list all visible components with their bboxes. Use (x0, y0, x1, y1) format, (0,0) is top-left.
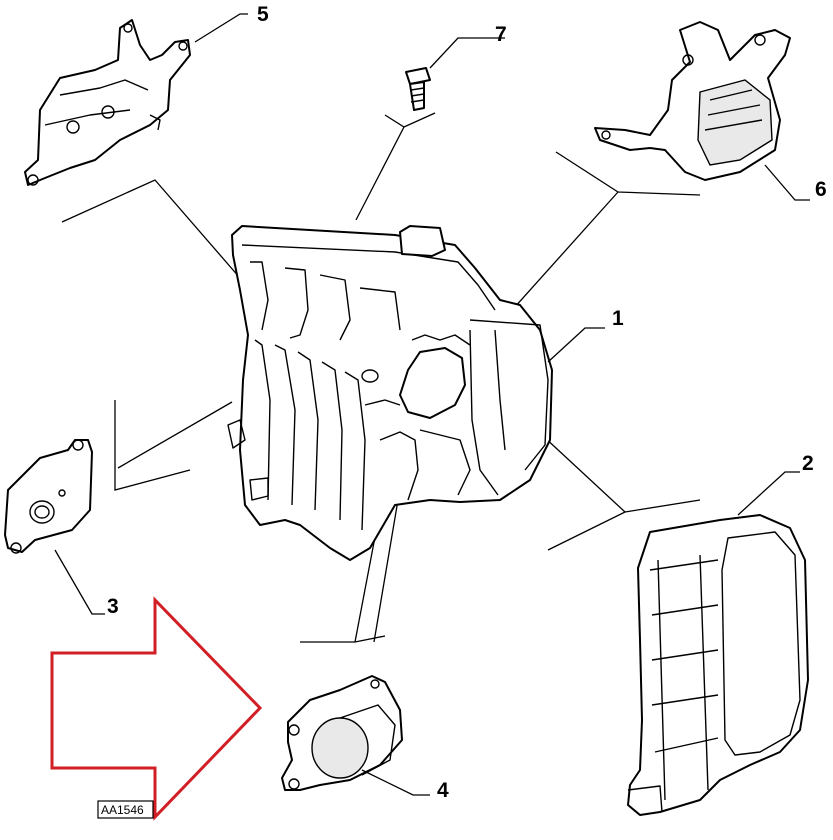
callout-5: 5 (257, 3, 269, 26)
drawing-code-box: AA1546 (97, 800, 154, 819)
heater-housing (227, 225, 553, 561)
screw-part-7 (405, 67, 431, 111)
motor-part-4 (281, 675, 403, 791)
callout-2: 2 (802, 452, 814, 475)
callout-1: 1 (612, 307, 624, 330)
callout-leaders (54, 13, 810, 796)
callout-7: 7 (495, 23, 507, 46)
filter-frame-part-2 (627, 514, 809, 816)
drawing-code: AA1546 (101, 803, 144, 817)
actuator-part-6 (594, 21, 791, 181)
callout-4: 4 (437, 779, 449, 802)
highlight-arrow (50, 596, 263, 821)
callout-6: 6 (815, 178, 827, 201)
callout-3: 3 (107, 595, 119, 618)
guide-lines (61, 112, 701, 643)
actuator-part-5 (24, 19, 191, 186)
plate-part-3 (4, 439, 93, 554)
